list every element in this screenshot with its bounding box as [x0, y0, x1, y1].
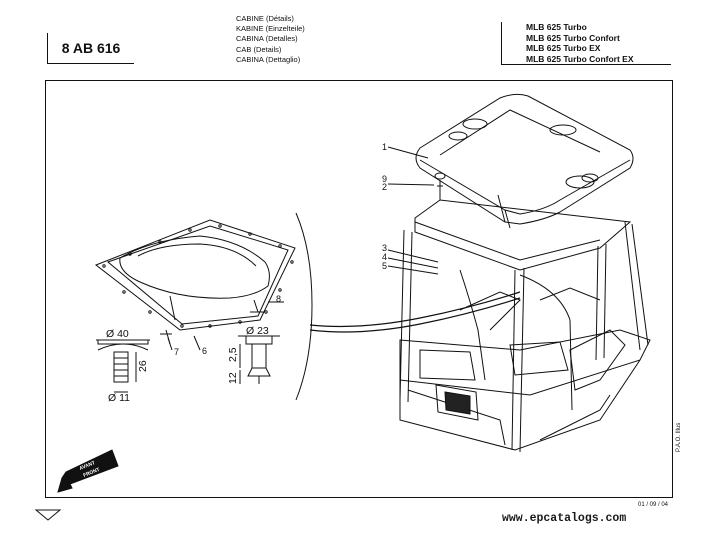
reference-number: 8 AB 616 [61, 40, 121, 56]
dimension-26: 26 [137, 360, 149, 372]
model-2: MLB 625 Turbo Confort [526, 32, 620, 43]
dimension-23: Ø 23 [246, 325, 269, 337]
model-list: MLB 625 Turbo MLB 625 Turbo Confort MLB … [501, 22, 671, 65]
exploded-bracket [295, 212, 313, 401]
website-watermark[interactable]: www.epcatalogs.com [502, 512, 627, 525]
model-3: MLB 625 Turbo EX [526, 43, 601, 53]
clip-detail-23 [238, 335, 280, 384]
callout-9: 9 [382, 174, 387, 184]
callout-5: 5 [382, 261, 387, 271]
cab-frame [399, 199, 651, 453]
clip-detail-40 [96, 339, 150, 393]
title-list: CABINE (Détails) KABINE (Einzelteile) CA… [236, 14, 305, 65]
clip-fastener [250, 299, 264, 313]
dimension-11: Ø 11 [108, 392, 130, 404]
title-it: CABINA (Dettaglio) [236, 54, 301, 64]
stamp-avant: AVANT [79, 460, 97, 472]
title-en: CAB (Details) [236, 44, 282, 54]
callout-2: 2 [382, 182, 387, 192]
callout-1: 1 [382, 142, 387, 152]
drawing-frame [45, 80, 673, 498]
roof-bolt [434, 172, 446, 200]
dimension-2-5: 2,5 [227, 347, 239, 362]
dimension-12: 12 [227, 372, 239, 384]
next-page-arrow-icon [34, 509, 62, 521]
callout-4: 4 [382, 252, 387, 262]
cable-line-2 [309, 297, 521, 333]
front-arrow-icon [57, 449, 119, 493]
clip-part [160, 329, 172, 345]
cable-line [309, 291, 521, 328]
model-4: MLB 625 Turbo Confort EX [526, 53, 634, 64]
callout-3: 3 [382, 243, 387, 253]
title-de: KABINE (Einzelteile) [236, 24, 305, 34]
title-es: CABINA (Detalles) [236, 34, 298, 44]
headliner-panel [94, 219, 296, 331]
callout-8: 8 [276, 294, 281, 304]
reference-box: 8 AB 616 [47, 33, 134, 64]
title-fr: CABINE (Détails) [236, 14, 294, 23]
dimension-40: Ø 40 [106, 328, 129, 340]
model-1: MLB 625 Turbo [526, 22, 587, 32]
vertical-note: P.A.O. Illus [676, 422, 682, 452]
callout-7: 7 [174, 347, 179, 357]
roof-panel [415, 93, 634, 229]
callout-6: 6 [202, 346, 207, 356]
page-date: 01 / 09 / 04 [638, 502, 669, 508]
